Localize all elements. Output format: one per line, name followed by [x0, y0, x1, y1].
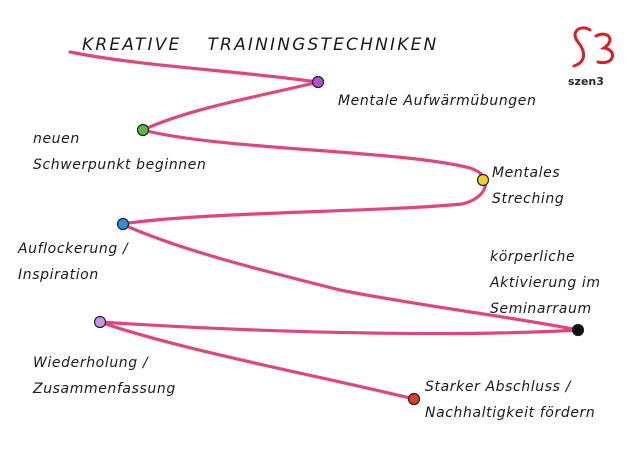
step-dot-3: [476, 173, 490, 187]
logo-s-shape: [572, 26, 592, 68]
step-label-2: neuen Schwerpunkt beginnen: [33, 126, 206, 178]
step-5-line-1: körperliche: [490, 249, 576, 265]
step-5-line-2: Aktivierung im: [490, 275, 601, 291]
step-2-line-2: Schwerpunkt beginnen: [33, 157, 207, 173]
logo-3-shape: [594, 32, 614, 65]
step-dot-1: [311, 75, 325, 89]
step-7-line-2: Nachhaltigkeit fördern: [425, 405, 596, 421]
step-label-6: Wiederholung / Zusammenfassung: [33, 350, 176, 402]
step-dot-5: [571, 323, 585, 337]
step-1-line-1: Mentale Aufwärmübungen: [338, 93, 537, 109]
title-part-2: TRAININGSTECHNIKEN: [207, 35, 439, 55]
step-label-3: Mentales Streching: [492, 160, 564, 212]
step-label-7: Starker Abschluss / Nachhaltigkeit förde…: [425, 374, 595, 426]
page-title: KREATIVE TRAININGSTECHNIKEN: [82, 35, 438, 55]
step-label-4: Auflockerung / Inspiration: [18, 236, 128, 288]
step-3-line-2: Streching: [492, 191, 565, 207]
step-2-line-1: neuen: [33, 131, 80, 147]
szen3-logo-icon: [572, 26, 614, 68]
zigzag-path: [68, 50, 580, 401]
step-dot-2: [136, 123, 150, 137]
step-7-line-1: Starker Abschluss /: [425, 379, 571, 395]
step-label-1: Mentale Aufwärmübungen: [338, 88, 536, 114]
step-6-line-1: Wiederholung /: [33, 355, 149, 371]
step-5-line-3: Seminarraum: [490, 301, 592, 317]
step-3-line-1: Mentales: [492, 165, 561, 181]
title-part-1: KREATIVE: [82, 35, 182, 55]
step-dot-4: [116, 217, 130, 231]
step-4-line-2: Inspiration: [18, 267, 99, 283]
step-label-5: körperliche Aktivierung im Seminarraum: [490, 244, 601, 322]
step-6-line-2: Zusammenfassung: [33, 381, 176, 397]
step-4-line-1: Auflockerung /: [18, 241, 129, 257]
step-dot-6: [93, 315, 107, 329]
logo-text: szen3: [568, 75, 604, 88]
step-dot-7: [407, 392, 421, 406]
